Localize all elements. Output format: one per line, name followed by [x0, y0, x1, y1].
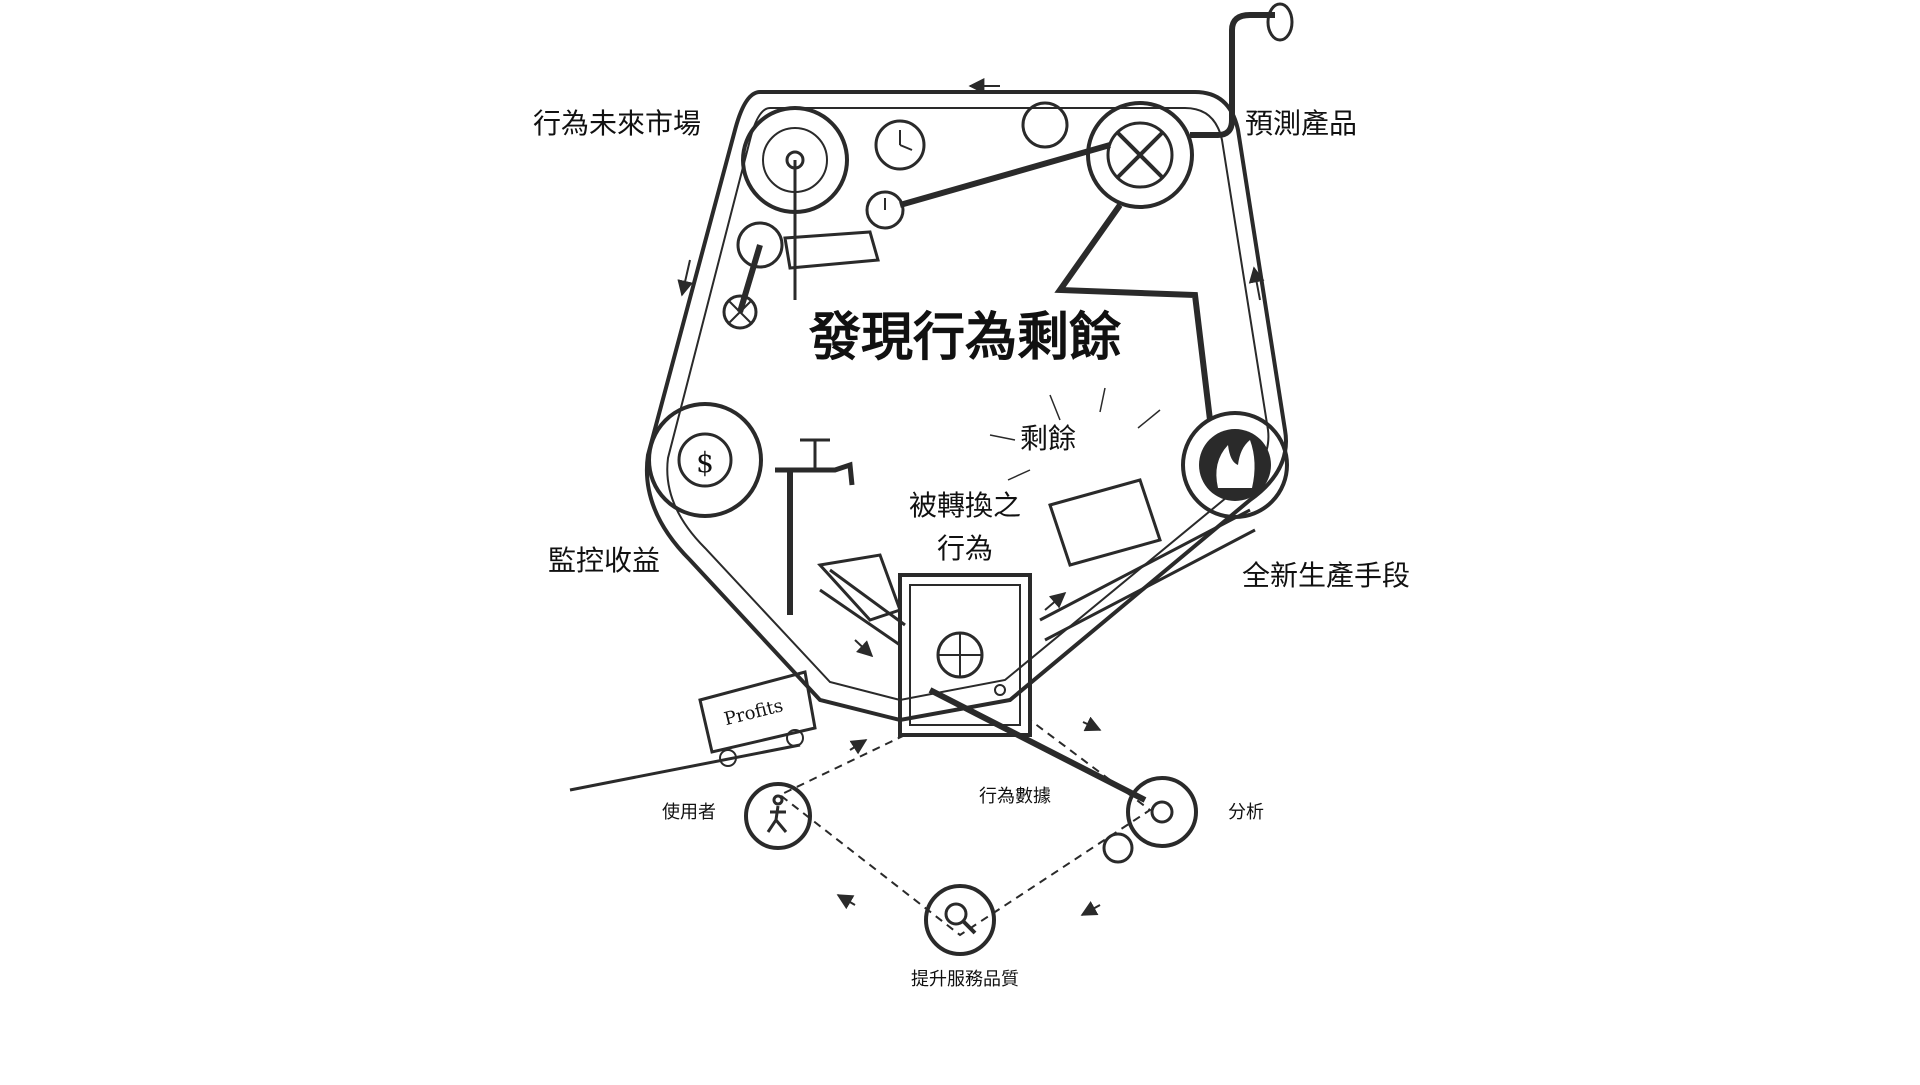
pipe-end — [1268, 4, 1292, 40]
data-conveyor — [930, 690, 1145, 800]
label-prediction-products: 預測產品 — [1245, 107, 1357, 140]
dollar-gear: $ — [649, 404, 761, 516]
label-surveillance-revenue: 監控收益 — [548, 544, 660, 577]
hopper — [820, 555, 900, 620]
clock-icon-2 — [867, 192, 903, 228]
walking-person-icon — [768, 796, 786, 832]
label-rendered-behavior-2: 行為 — [937, 532, 993, 565]
clock-icon — [876, 121, 924, 169]
dollar-icon: $ — [696, 446, 714, 479]
gauge — [785, 232, 878, 268]
analysis-gear — [1104, 778, 1196, 862]
fire-gear — [1183, 413, 1287, 517]
rail — [570, 745, 800, 790]
users-gear — [746, 784, 810, 848]
conveyor-right — [1040, 510, 1255, 640]
label-behavioral-data: 行為數據 — [979, 786, 1051, 807]
belt-arrow-left — [682, 260, 690, 295]
label-improved-services: 提升服務品質 — [911, 969, 1019, 990]
rod-top — [900, 145, 1110, 205]
cart-label: Profits — [722, 695, 785, 730]
gear-prediction — [1088, 103, 1192, 207]
surplus-machine — [990, 388, 1160, 565]
label-rendered-behavior-1: 被轉換之 — [909, 489, 1021, 522]
diagram-title: 發現行為剩餘 — [808, 307, 1122, 368]
label-behavioral-futures-market: 行為未來市場 — [533, 107, 701, 140]
label-surplus: 剩餘 — [1020, 422, 1076, 455]
label-new-means-of-production: 全新生產手段 — [1242, 559, 1410, 592]
behavioral-value-loop — [780, 593, 1150, 935]
small-wheel — [1023, 103, 1067, 147]
label-analysis: 分析 — [1228, 802, 1264, 823]
gear-market — [743, 108, 847, 300]
label-users: 使用者 — [662, 802, 716, 823]
